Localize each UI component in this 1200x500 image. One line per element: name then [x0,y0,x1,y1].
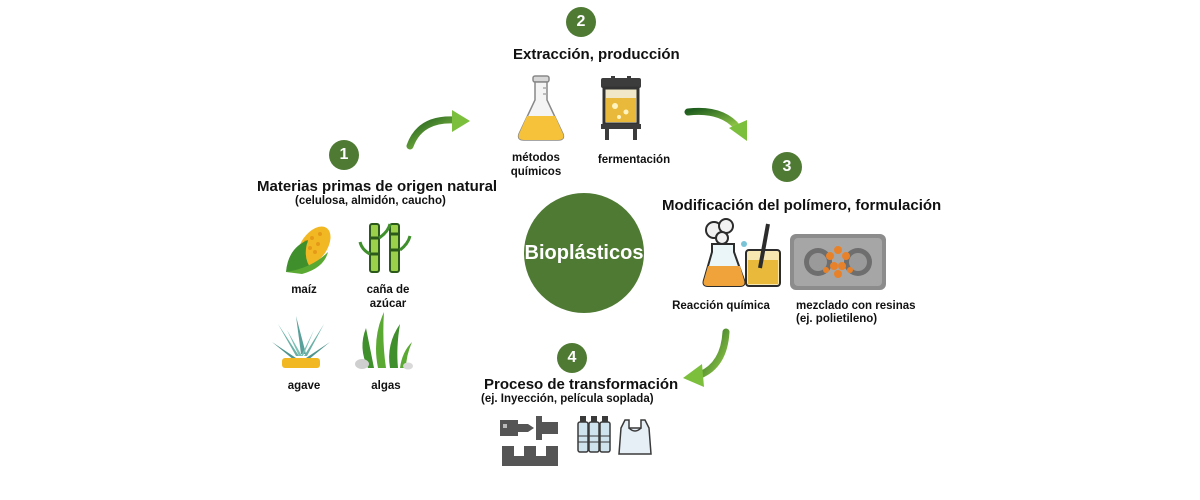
item-maiz: maíz [291,284,317,296]
step-1-title: Materias primas de origen natural [257,178,498,195]
arrow-3-to-4 [683,328,730,387]
flask-icon [517,75,565,141]
item-reaccion-quimica: Reacción química [672,300,770,312]
center-label: Bioplásticos [524,241,644,264]
item-agave: agave [287,380,321,392]
step-4-title: Proceso de transformación [484,376,679,393]
bottles-icon [577,416,611,453]
center-circle: Bioplásticos [524,193,644,313]
agave-icon [272,316,330,368]
arrow-1-to-2 [406,110,470,150]
arrow-2-to-3 [684,107,747,141]
step-1-subtitle: (celulosa, almidón, caucho) [295,195,446,207]
step-2-number: 2 [566,7,596,37]
sugarcane-icon [358,223,412,273]
resin-mixing-icon [790,234,886,290]
step-3-number: 3 [772,152,802,182]
item-metodos-quimicos: métodos químicos [510,152,562,178]
chemical-reaction-icon [702,218,781,287]
item-algas: algas [371,380,401,392]
algae-icon [355,312,413,370]
step-4-number: 4 [557,343,587,373]
item-mezclado-con-resinas: mezclado con resinas [796,300,916,312]
injection-machine-icon [500,416,558,466]
fermenter-icon [601,76,641,140]
item-fermentacion: fermentación [597,154,671,166]
step-4-subtitle: (ej. Inyección, película soplada) [481,393,654,405]
item-cana-de-azucar: caña de azúcar [366,284,410,310]
corn-icon [286,226,331,274]
step-1-number: 1 [329,140,359,170]
step-3-title: Modificación del polímero, formulación [662,197,942,214]
step-2-title: Extracción, producción [513,46,680,63]
plastic-bag-icon [618,419,652,455]
item-ej-polietileno: (ej. polietileno) [796,313,878,325]
